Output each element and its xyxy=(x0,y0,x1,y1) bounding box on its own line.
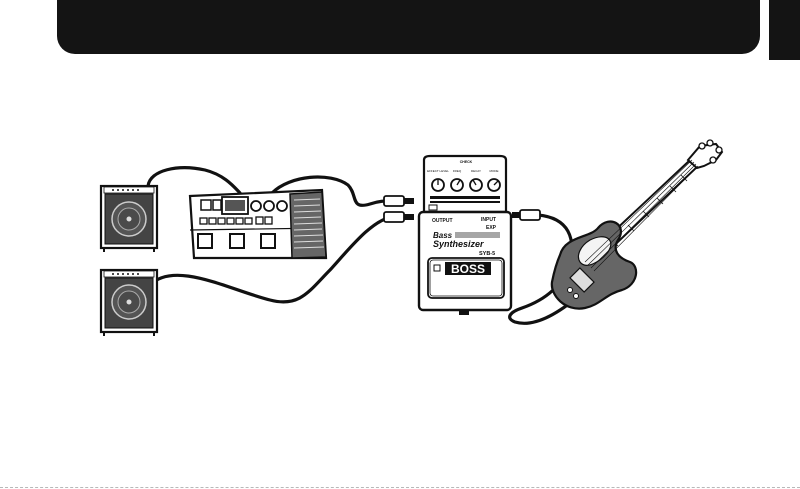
pedal-top-label: CHECK xyxy=(460,160,473,164)
knob-label-2: FREQ xyxy=(453,169,462,173)
pedal-model: SYB-5 xyxy=(479,251,495,257)
pedal-name-line2: Synthesizer xyxy=(433,239,484,249)
pedal-brand: BOSS xyxy=(451,262,485,276)
cable-amp-top-to-processor xyxy=(148,168,240,193)
knob-label-3: DECAY xyxy=(471,169,481,173)
knob-label-4: MODE xyxy=(490,169,499,173)
amplifier-bottom-icon xyxy=(101,270,157,336)
knob-label-1: EFFECT LEVEL xyxy=(427,169,449,173)
input-label: INPUT xyxy=(481,217,496,223)
multi-effects-processor-icon xyxy=(190,190,326,258)
output-label: OUTPUT xyxy=(432,218,453,224)
bass-guitar-icon xyxy=(552,140,722,309)
amplifier-top-icon xyxy=(101,186,157,252)
exp-label: EXP xyxy=(486,225,497,231)
boss-pedal-icon: CHECK EFFECT LEVEL FREQ DECAY MODE OUTPU… xyxy=(419,156,511,315)
bottom-divider xyxy=(0,487,800,488)
